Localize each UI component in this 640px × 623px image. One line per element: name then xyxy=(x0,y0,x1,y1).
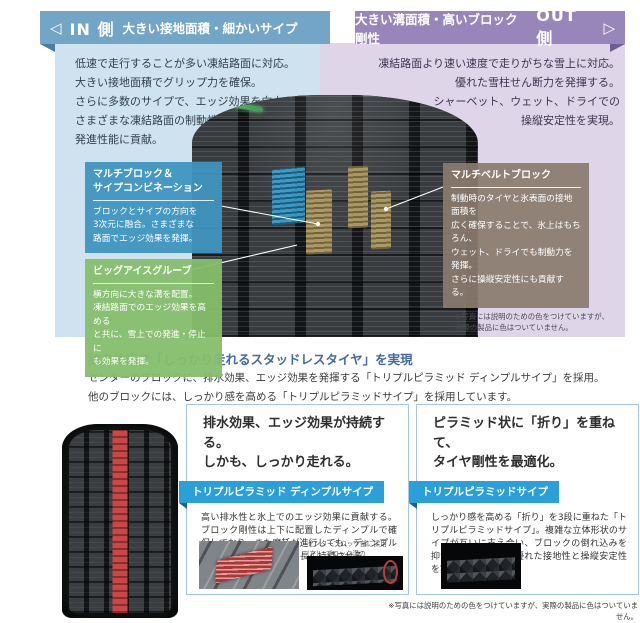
red-ring-marker xyxy=(383,560,398,584)
callout-multi-block-title: マルチブロック＆ サイプコンビネーション xyxy=(93,168,214,201)
callout-multi-block: マルチブロック＆ サイプコンビネーション ブロックとサイプの方向を 3次元に融合… xyxy=(85,162,222,254)
callout-big-ice-groove: ビッグアイスグルーブ 横方向に大きな溝を配置。 凍結路面でのエッジ効果を高める … xyxy=(85,259,222,377)
tire-front-red-rib-highlight xyxy=(112,430,128,613)
tire-tread-photo xyxy=(192,95,478,337)
sipe-zigzag-structure xyxy=(447,556,515,583)
out-side-description: 凍結路面より速い速度で走りがちな雪上に対応。 優れた雪柱せん断力を発揮する。 シ… xyxy=(378,57,620,127)
hero-photo-note: ※写真には説明のための色をつけていますが、 実際の製品に色はついていません。 xyxy=(455,312,609,333)
sipe-cross-section-photo-1 xyxy=(307,556,403,590)
card2-heading: ピラミッド状に「折り」を重ねて、 タイヤ剛性を最適化。 xyxy=(433,416,616,470)
callout-multi-belt: マルチベルトブロック 制動時のタイヤと氷表面の接地面積を 広く確保することで、氷… xyxy=(443,163,589,308)
tread-texture xyxy=(192,95,478,337)
in-side-banner: ◁ IN 側 大きい接地面積・細かいサイプ xyxy=(40,11,330,44)
red-dimple-sipe-highlight xyxy=(215,546,273,584)
right-arrow-icon: ▷ xyxy=(603,18,615,37)
out-side-title: 大きい溝面積・高いブロック剛性 xyxy=(355,11,518,46)
highlight-multi-belt-1 xyxy=(306,189,332,255)
out-side-label: OUT 側 xyxy=(536,6,577,48)
callout-big-ice-title: ビッグアイスグルーブ xyxy=(93,265,214,284)
feature-card-dimple-sipe: 排水効果、エッジ効果が持続する。 しかも、しっかり走れる。 トリプルピラミッド … xyxy=(179,404,409,595)
callout-big-ice-body: 横方向に大きな溝を配置。 凍結路面でのエッジ効果を高める と共に、雪上での発進・… xyxy=(93,290,206,368)
highlight-multi-belt-2 xyxy=(348,165,368,229)
card2-badge: トリプルピラミッドサイプ xyxy=(409,480,559,509)
callout-multi-belt-body: 制動時のタイヤと氷表面の接地面積を 広く確保することで、氷上はもちろん、 ウェッ… xyxy=(451,194,581,299)
in-side-label: IN 側 xyxy=(69,19,115,39)
banner-fold-right xyxy=(610,44,625,52)
highlight-multi-belt-3 xyxy=(371,190,391,250)
in-side-title: 大きい接地面積・細かいサイプ xyxy=(122,21,298,36)
callout-multi-belt-title: マルチベルトブロック xyxy=(451,169,581,188)
tire-front-photo xyxy=(62,424,178,618)
sipe-cross-section-photo-2 xyxy=(441,543,521,589)
left-arrow-icon: ◁ xyxy=(50,18,62,37)
tread-closeup-photo xyxy=(199,541,299,589)
highlight-multi-block xyxy=(272,166,305,226)
out-side-banner: 大きい溝面積・高いブロック剛性 OUT 側 ▷ xyxy=(355,6,625,48)
tech-photo-note: ※写真には説明のための色をつけていますが、実際の製品に色はついていません。 xyxy=(388,601,638,621)
feature-card-pyramid-sipe: ピラミッド状に「折り」を重ねて、 タイヤ剛性を最適化。 トリプルピラミッドサイプ… xyxy=(409,404,639,595)
callout-multi-block-body: ブロックとサイプの方向を 3次元に融合。さまざまな 路面でエッジ効果を発揮。 xyxy=(93,207,198,244)
card1-badge: トリプルピラミッド ディンプルサイプ xyxy=(179,480,385,509)
banner-fold-left xyxy=(40,44,55,52)
card1-heading: 排水効果、エッジ効果が持続する。 しかも、しっかり走れる。 xyxy=(203,416,386,470)
